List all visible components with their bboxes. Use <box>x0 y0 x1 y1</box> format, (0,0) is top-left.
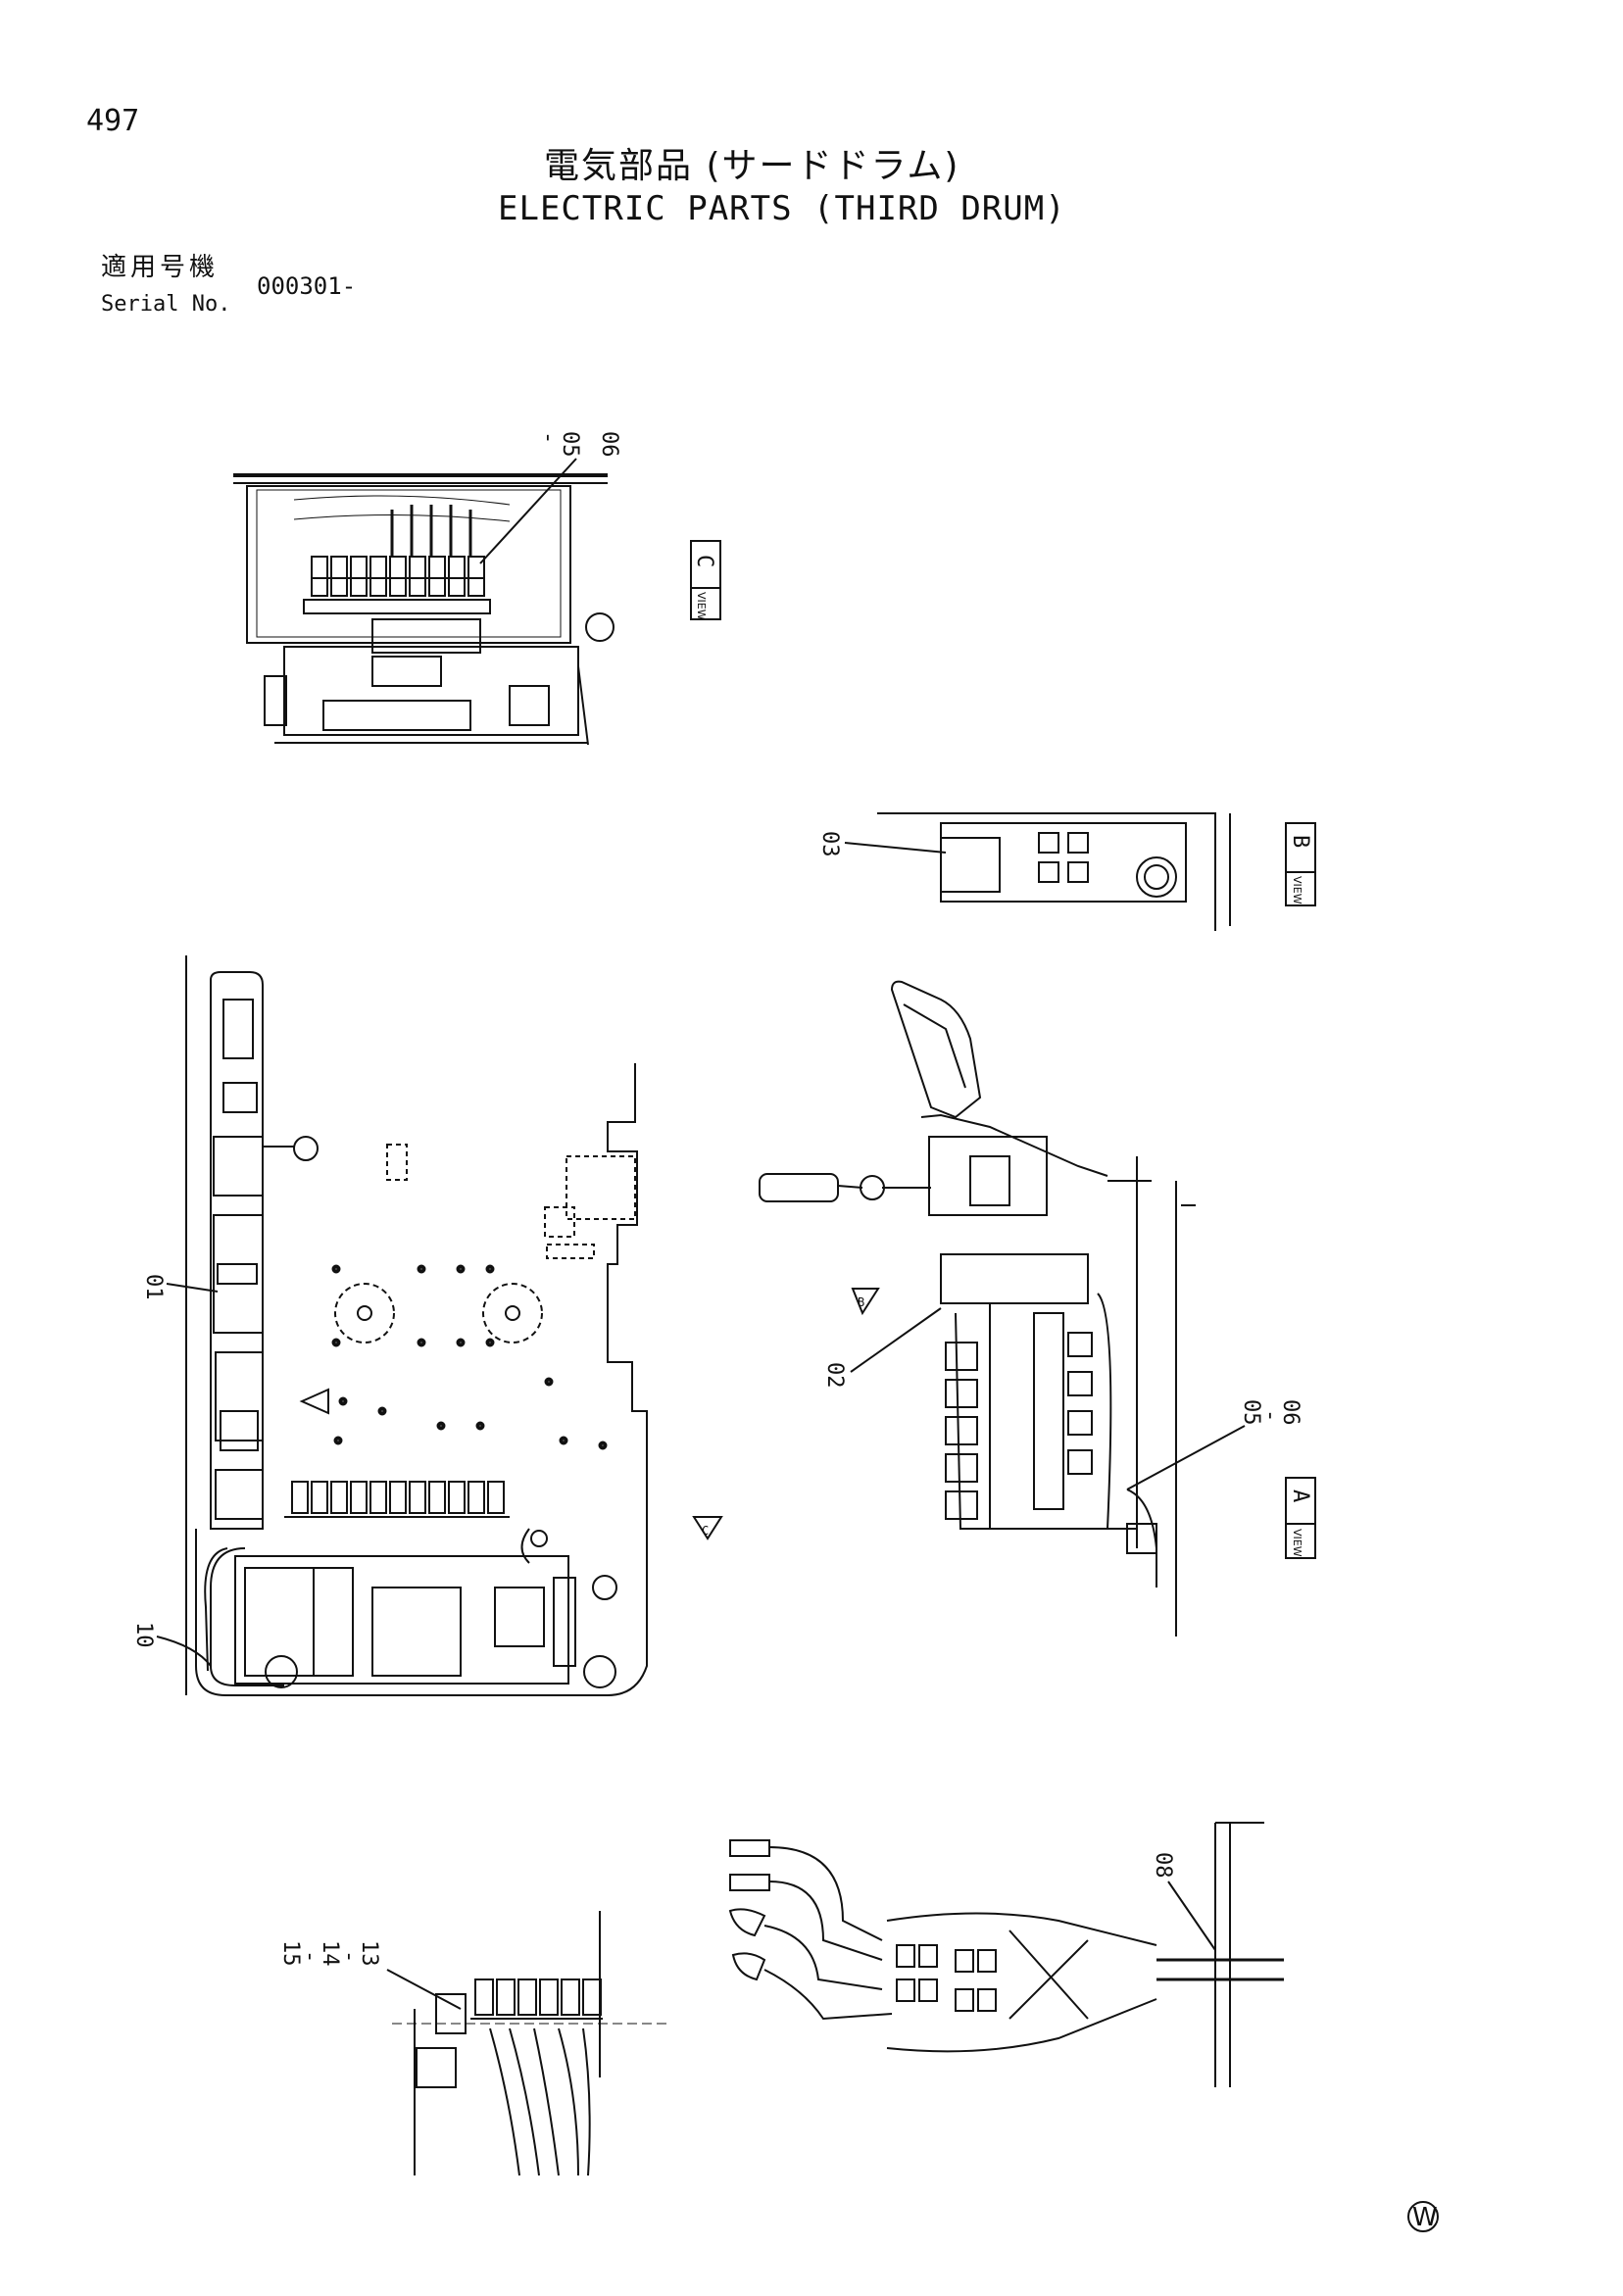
callout-05-06-top: 05- <box>536 431 582 458</box>
svg-text:C: C <box>692 555 716 567</box>
svg-text:B: B <box>1288 835 1312 848</box>
main-console-assembly <box>185 955 648 1696</box>
callout-10: 10 <box>131 1622 156 1648</box>
view-c-arrow: C <box>692 1516 723 1540</box>
leader-line <box>166 1283 219 1293</box>
leader-line <box>844 842 947 854</box>
harness-connectors <box>896 1944 997 2012</box>
serial-label-japanese: 適用号機 <box>101 253 220 282</box>
callout-01: 01 <box>141 1274 166 1300</box>
top-connector-row <box>311 556 485 597</box>
callout-14: 14 <box>318 1940 342 1967</box>
svg-text:06: 06 <box>1278 1399 1303 1426</box>
view-c-assembly <box>233 473 615 746</box>
leader-line <box>156 1636 212 1667</box>
terminal-block-assembly <box>392 1911 666 2176</box>
main-connector-row <box>284 1481 510 1518</box>
terminal-block-row <box>470 1978 603 2020</box>
svg-text:C: C <box>702 1524 709 1538</box>
leader-line <box>386 1969 462 2010</box>
svg-text:VIEW: VIEW <box>1291 876 1303 904</box>
callout-13: 13 <box>357 1940 381 1967</box>
serial-number-value: 000301- <box>257 272 357 300</box>
view-a-marker: A VIEW <box>1285 1477 1316 1559</box>
callout-08: 08 <box>1151 1852 1175 1879</box>
leader-line <box>1126 1425 1246 1490</box>
page-title-english: ELECTRIC PARTS (THIRD DRUM) <box>498 189 1066 228</box>
view-c-marker: C VIEW <box>690 540 721 620</box>
leader-line <box>479 458 577 564</box>
svg-text:-: - <box>1258 1409 1283 1422</box>
leader-line <box>850 1307 942 1373</box>
page-title-japanese: 電気部品 (サードドラム) <box>544 146 960 186</box>
view-b-assembly <box>877 812 1231 931</box>
svg-text:VIEW: VIEW <box>695 592 708 620</box>
wire-harness-assembly <box>728 1822 1284 2087</box>
callout-05-06-right: 05 <box>1239 1399 1263 1426</box>
footer-mark: W <box>1407 2201 1439 2232</box>
svg-text:VIEW: VIEW <box>1291 1529 1303 1557</box>
callout-15: 15 <box>278 1940 303 1967</box>
svg-text:-: - <box>298 1950 322 1963</box>
page-number: 497 <box>86 104 140 138</box>
svg-text:B: B <box>858 1295 864 1309</box>
serial-label-english: Serial No. <box>101 292 231 317</box>
callout-03: 03 <box>817 831 842 857</box>
view-a-connector-stack <box>945 1312 1093 1520</box>
view-b-marker: B VIEW <box>1285 822 1316 906</box>
svg-text:-: - <box>337 1950 362 1963</box>
view-a-assembly: B <box>759 980 1196 1637</box>
callout-06-top: 06 <box>597 431 621 458</box>
leader-line <box>1167 1881 1216 1951</box>
callout-02: 02 <box>822 1362 847 1389</box>
svg-text:W: W <box>1412 2203 1438 2232</box>
svg-text:A: A <box>1288 1490 1312 1502</box>
